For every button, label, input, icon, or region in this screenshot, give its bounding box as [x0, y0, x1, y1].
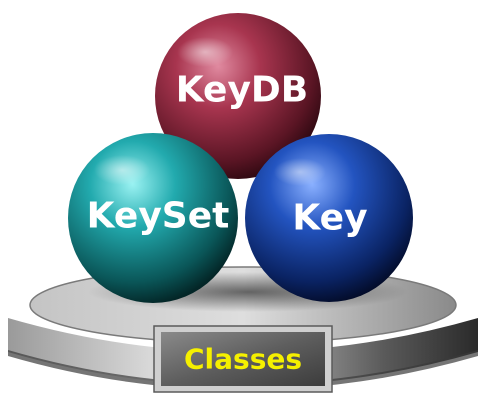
classes-plaque: Classes	[153, 325, 333, 393]
sphere-keyset: KeySet	[68, 133, 238, 303]
sphere-keydb-label: KeyDB	[176, 70, 308, 111]
sphere-keydb-highlight	[177, 37, 233, 67]
sphere-key-highlight	[274, 158, 326, 186]
sphere-keyset-label: KeySet	[87, 196, 230, 237]
sphere-key-label: Key	[292, 198, 367, 239]
sphere-keyset-highlight	[94, 155, 150, 185]
plaque-label: Classes	[184, 343, 302, 376]
sphere-keydb: KeyDB	[155, 13, 321, 179]
plaque-face	[161, 332, 325, 386]
pedestal-bottom-edge	[8, 350, 478, 390]
sphere-key: Key	[245, 134, 413, 302]
